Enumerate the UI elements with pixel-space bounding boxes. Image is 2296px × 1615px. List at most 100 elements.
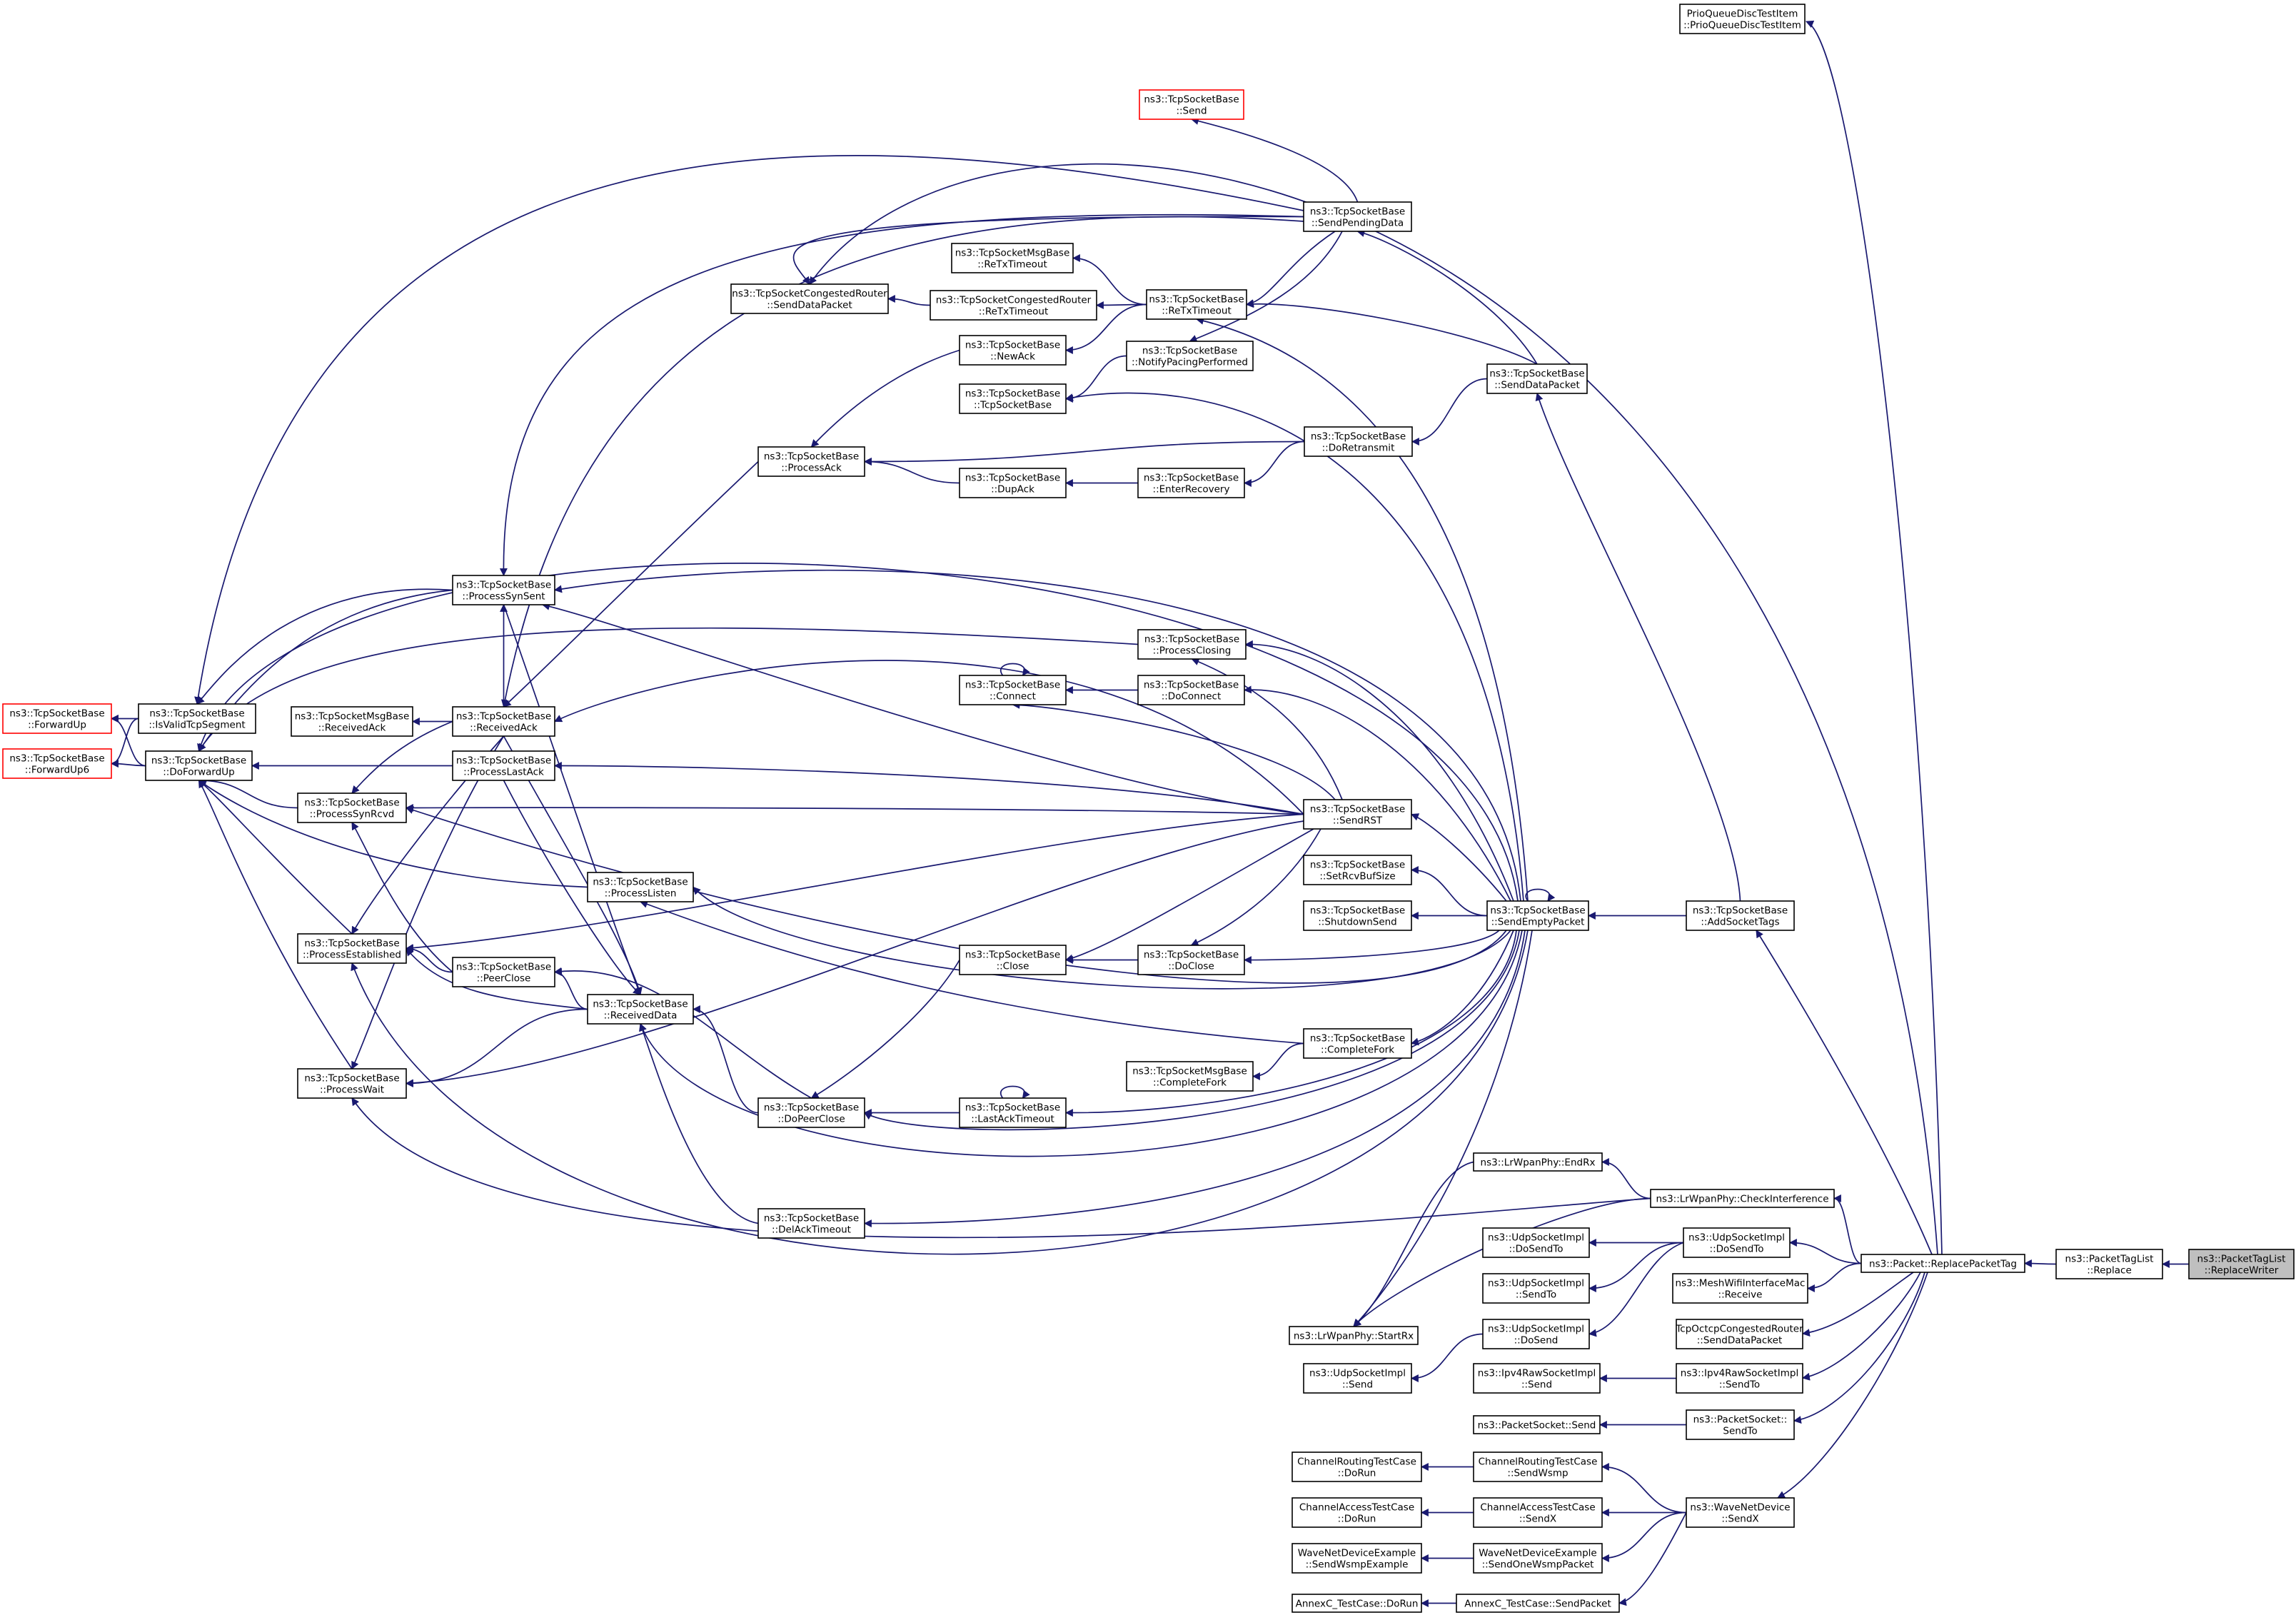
- node-fwdup6[interactable]: ns3::TcpSocketBase::ForwardUp6: [2, 748, 112, 779]
- node-listen[interactable]: ns3::TcpSocketBase::ProcessListen: [587, 872, 694, 902]
- edge-tag-congsdp: [809, 163, 1938, 1255]
- node-box: [951, 243, 1074, 273]
- node-ipv4sendto[interactable]: ns3::Ipv4RawSocketImpl::SendTo: [1676, 1363, 1803, 1394]
- node-connect[interactable]: ns3::TcpSocketBase::Connect: [959, 675, 1067, 705]
- node-dupack[interactable]: ns3::TcpSocketBase::DupAck: [959, 468, 1067, 498]
- node-udpsendto[interactable]: ns3::UdpSocketImpl::SendTo: [1482, 1273, 1590, 1304]
- edge-rst-lastack: [553, 761, 1304, 815]
- node-shutdown[interactable]: ns3::TcpSocketBase::ShutdownSend: [1303, 900, 1412, 931]
- edge-fwd-dofwdup6: [110, 760, 146, 768]
- node-doretx[interactable]: ns3::TcpSocketBase::DoRetransmit: [1304, 426, 1413, 457]
- node-enterrec[interactable]: ns3::TcpSocketBase::EnterRecovery: [1137, 468, 1245, 498]
- node-label: ns3::PacketTagList: [2065, 1254, 2154, 1265]
- node-udpdosendto_l[interactable]: ns3::UdpSocketImpl::DoSendTo: [1482, 1227, 1590, 1258]
- node-send[interactable]: ns3::TcpSocketBase::Send: [1139, 89, 1244, 120]
- node-annexrun[interactable]: AnnexC_TestCase::DoRun: [1292, 1594, 1422, 1613]
- node-box: [1139, 89, 1244, 120]
- node-box: [1303, 855, 1412, 885]
- node-synrcvd[interactable]: ns3::TcpSocketBase::ProcessSynRcvd: [297, 793, 407, 823]
- node-setrcvbuf[interactable]: ns3::TcpSocketBase::SetRcvBufSize: [1303, 855, 1412, 885]
- node-box: [1126, 1061, 1254, 1092]
- node-doclose[interactable]: ns3::TcpSocketBase::DoClose: [1137, 945, 1245, 975]
- node-msgretx[interactable]: ns3::TcpSocketMsgBase::ReTxTimeout: [951, 243, 1074, 273]
- node-pktsend[interactable]: ns3::PacketSocket::Send: [1473, 1415, 1601, 1434]
- node-box: [1473, 1452, 1603, 1482]
- node-wdonewsmp[interactable]: WaveNetDeviceExample::SendOneWsmpPacket: [1473, 1543, 1603, 1574]
- node-sendrst[interactable]: ns3::TcpSocketBase::SendRST: [1303, 799, 1412, 830]
- edge-peerclose-est: [405, 945, 453, 973]
- node-ipv4send[interactable]: ns3::Ipv4RawSocketImpl::Send: [1473, 1363, 1601, 1394]
- node-label: ::DoSendTo: [1509, 1244, 1564, 1255]
- node-recvack[interactable]: ns3::TcpSocketBase::ReceivedAck: [452, 706, 555, 737]
- node-annexsend[interactable]: AnnexC_TestCase::SendPacket: [1456, 1594, 1620, 1613]
- node-lastack[interactable]: ns3::TcpSocketBase::ProcessLastAck: [452, 750, 555, 781]
- node-replacewriter[interactable]: ns3::PacketTagList::ReplaceWriter: [2188, 1249, 2295, 1279]
- node-dofwdup[interactable]: ns3::TcpSocketBase::DoForwardUp: [145, 750, 253, 781]
- node-box: [1473, 1497, 1603, 1528]
- edge-rst-closing: [1191, 658, 1343, 800]
- node-label: ns3::TcpSocketBase: [965, 388, 1060, 400]
- node-wavesendx[interactable]: ns3::WaveNetDevice::SendX: [1686, 1497, 1795, 1528]
- node-prio[interactable]: PrioQueueDiscTestItem::PrioQueueDiscTest…: [1679, 4, 1806, 34]
- node-startrx[interactable]: ns3::LrWpanPhy::StartRx: [1289, 1326, 1419, 1345]
- node-box: [291, 706, 413, 737]
- node-completefork[interactable]: ns3::TcpSocketBase::CompleteFork: [1303, 1028, 1412, 1059]
- node-pktsendto[interactable]: ns3::PacketSocket::SendTo: [1686, 1409, 1795, 1440]
- node-meshrecv[interactable]: ns3::MeshWifiInterfaceMac::Receive: [1672, 1273, 1808, 1304]
- edge-est-dofwdup: [198, 780, 353, 935]
- node-label: ns3::Ipv4RawSocketImpl: [1478, 1368, 1596, 1379]
- edge-layer: [110, 20, 2190, 1607]
- node-dopeerclose[interactable]: ns3::TcpSocketBase::DoPeerClose: [757, 1097, 865, 1128]
- node-chasendx[interactable]: ChannelAccessTestCase::SendX: [1473, 1497, 1603, 1528]
- node-label: ns3::TcpSocketBase: [965, 680, 1060, 691]
- node-lastacktimeout[interactable]: ns3::TcpSocketBase::LastAckTimeout: [959, 1097, 1067, 1128]
- node-close[interactable]: ns3::TcpSocketBase::Close: [959, 945, 1067, 975]
- node-octcp[interactable]: TcpOctcpCongestedRouter::SendDataPacket: [1675, 1319, 1803, 1349]
- node-delack[interactable]: ns3::TcpSocketBase::DelAckTimeout: [757, 1208, 865, 1239]
- node-chrdorun[interactable]: ChannelRoutingTestCase::DoRun: [1292, 1452, 1422, 1482]
- node-box: [1482, 1273, 1590, 1304]
- node-pacing[interactable]: ns3::TcpSocketBase::NotifyPacingPerforme…: [1126, 341, 1254, 371]
- node-checkint[interactable]: ns3::LrWpanPhy::CheckInterference: [1650, 1189, 1835, 1208]
- node-label: ns3::LrWpanPhy::StartRx: [1294, 1331, 1414, 1342]
- node-doconnect[interactable]: ns3::TcpSocketBase::DoConnect: [1137, 675, 1245, 705]
- node-newack[interactable]: ns3::TcpSocketBase::NewAck: [959, 335, 1067, 366]
- node-udpdosend[interactable]: ns3::UdpSocketImpl::DoSend: [1482, 1319, 1590, 1349]
- node-label: ns3::TcpSocketBase: [1144, 94, 1239, 106]
- node-procack[interactable]: ns3::TcpSocketBase::ProcessAck: [757, 446, 865, 477]
- edge-dpc-recvdata: [692, 1005, 759, 1114]
- node-label: ::ProcessLastAck: [463, 767, 544, 778]
- node-replacetag[interactable]: ns3::Packet::ReplacePacketTag: [1861, 1254, 2025, 1273]
- node-isvalid[interactable]: ns3::TcpSocketBase::IsValidTcpSegment: [138, 703, 256, 734]
- node-sendpend[interactable]: ns3::TcpSocketBase::SendPendingData: [1303, 201, 1412, 232]
- node-label: ::Connect: [990, 691, 1036, 703]
- edge-se-doclose: [1243, 930, 1500, 965]
- node-chrwsmp[interactable]: ChannelRoutingTestCase::SendWsmp: [1473, 1452, 1603, 1482]
- node-endrx[interactable]: ns3::LrWpanPhy::EndRx: [1473, 1152, 1603, 1172]
- node-label: ::DupAck: [991, 484, 1034, 495]
- node-closing[interactable]: ns3::TcpSocketBase::ProcessClosing: [1137, 629, 1247, 660]
- node-congretx[interactable]: ns3::TcpSocketCongestedRouter::ReTxTimeo…: [930, 290, 1097, 321]
- node-msgrecvack[interactable]: ns3::TcpSocketMsgBase::ReceivedAck: [291, 706, 413, 737]
- node-udpdosendto[interactable]: ns3::UdpSocketImpl::DoSendTo: [1683, 1227, 1791, 1258]
- node-chadorun[interactable]: ChannelAccessTestCase::DoRun: [1292, 1497, 1422, 1528]
- node-peerclose[interactable]: ns3::TcpSocketBase::PeerClose: [452, 957, 555, 987]
- node-wdexample[interactable]: WaveNetDeviceExample::SendWsmpExample: [1292, 1543, 1422, 1574]
- node-retx[interactable]: ns3::TcpSocketBase::ReTxTimeout: [1146, 289, 1247, 320]
- node-addtags[interactable]: ns3::TcpSocketBase::AddSocketTags: [1686, 900, 1795, 931]
- node-msgcompletefork[interactable]: ns3::TcpSocketMsgBase::CompleteFork: [1126, 1061, 1254, 1092]
- node-procwait[interactable]: ns3::TcpSocketBase::ProcessWait: [297, 1068, 407, 1099]
- node-label: ns3::TcpSocketBase: [1310, 804, 1405, 815]
- node-udpsend[interactable]: ns3::UdpSocketImpl::Send: [1303, 1363, 1412, 1394]
- edge-se-delack: [863, 930, 1526, 1228]
- node-recvdata[interactable]: ns3::TcpSocketBase::ReceivedData: [587, 994, 694, 1025]
- node-sdp[interactable]: ns3::TcpSocketBase::SendDataPacket: [1486, 363, 1588, 394]
- node-ptlreplace[interactable]: ns3::PacketTagList::Replace: [2055, 1249, 2163, 1279]
- node-ctor[interactable]: ns3::TcpSocketBase::TcpSocketBase: [959, 383, 1067, 414]
- node-box: [1303, 1363, 1412, 1394]
- node-sendempty[interactable]: ns3::TcpSocketBase::SendEmptyPacket: [1486, 900, 1589, 931]
- node-synsent[interactable]: ns3::TcpSocketBase::ProcessSynSent: [452, 575, 555, 605]
- node-established[interactable]: ns3::TcpSocketBase::ProcessEstablished: [297, 933, 407, 964]
- node-fwdup[interactable]: ns3::TcpSocketBase::ForwardUp: [2, 703, 112, 734]
- node-congsdp[interactable]: ns3::TcpSocketCongestedRouter::SendDataP…: [730, 283, 889, 314]
